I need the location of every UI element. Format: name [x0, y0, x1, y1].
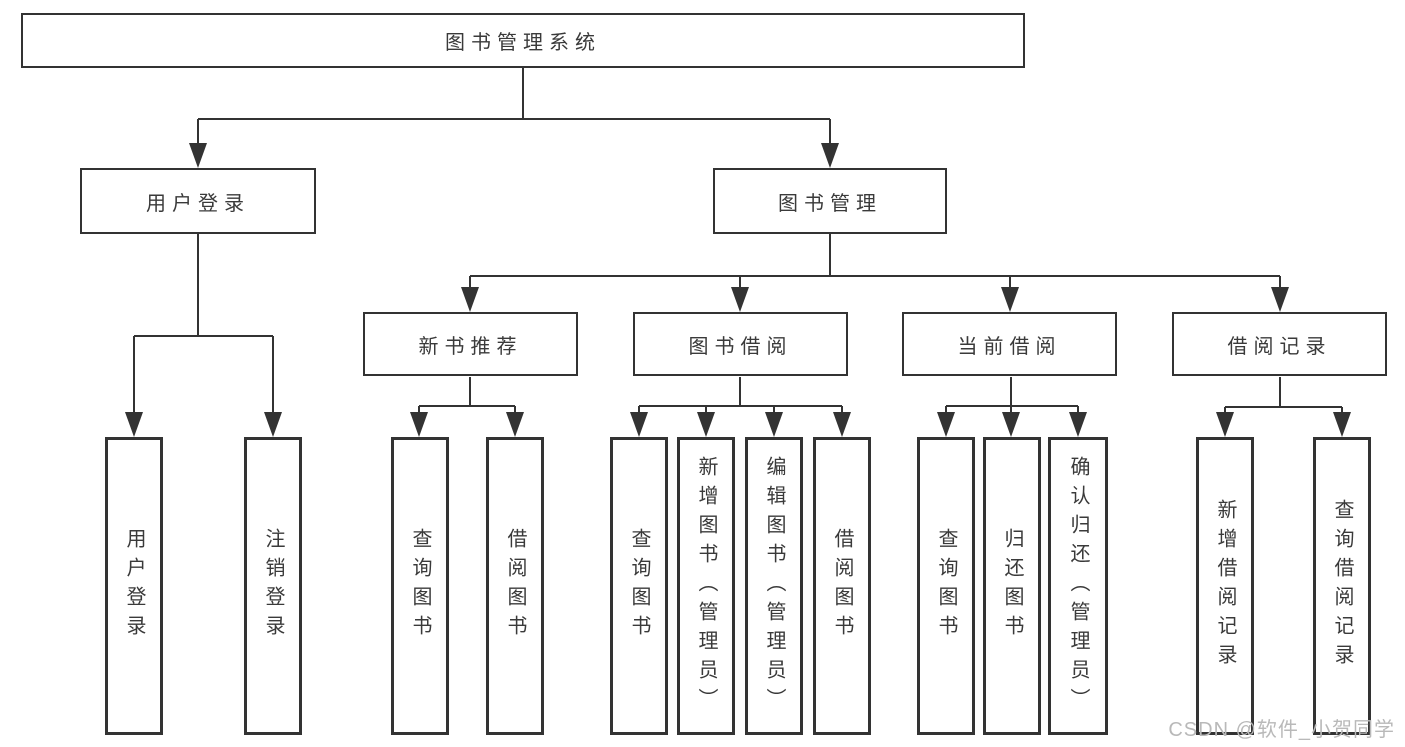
- node-current-borrow: 当前借阅: [902, 312, 1117, 376]
- leaf-confirm-return-admin: 确认归还（管理员）: [1048, 437, 1108, 735]
- leaf-return-books: 归还图书: [983, 437, 1041, 735]
- leaf-query-books-recommend: 查询图书: [391, 437, 449, 735]
- leaf-user-login: 用户登录: [105, 437, 163, 735]
- leaf-borrow-books-recommend: 借阅图书: [486, 437, 544, 735]
- leaf-query-books-current: 查询图书: [917, 437, 975, 735]
- leaf-query-books-borrow: 查询图书: [610, 437, 668, 735]
- node-root: 图书管理系统: [21, 13, 1025, 68]
- leaf-borrow-books: 借阅图书: [813, 437, 871, 735]
- leaf-edit-book-admin: 编辑图书（管理员）: [745, 437, 803, 735]
- csdn-watermark: CSDN @软件_小贺同学: [1168, 719, 1395, 741]
- leaf-query-borrow-record: 查询借阅记录: [1313, 437, 1371, 735]
- node-user-login: 用户登录: [80, 168, 316, 234]
- node-new-book-recommend: 新书推荐: [363, 312, 578, 376]
- leaf-add-book-admin: 新增图书（管理员）: [677, 437, 735, 735]
- node-book-borrow: 图书借阅: [633, 312, 848, 376]
- arrowheads: [125, 143, 1351, 437]
- leaf-add-borrow-record: 新增借阅记录: [1196, 437, 1254, 735]
- node-borrow-records: 借阅记录: [1172, 312, 1387, 376]
- node-book-management: 图书管理: [713, 168, 947, 234]
- leaf-logout: 注销登录: [244, 437, 302, 735]
